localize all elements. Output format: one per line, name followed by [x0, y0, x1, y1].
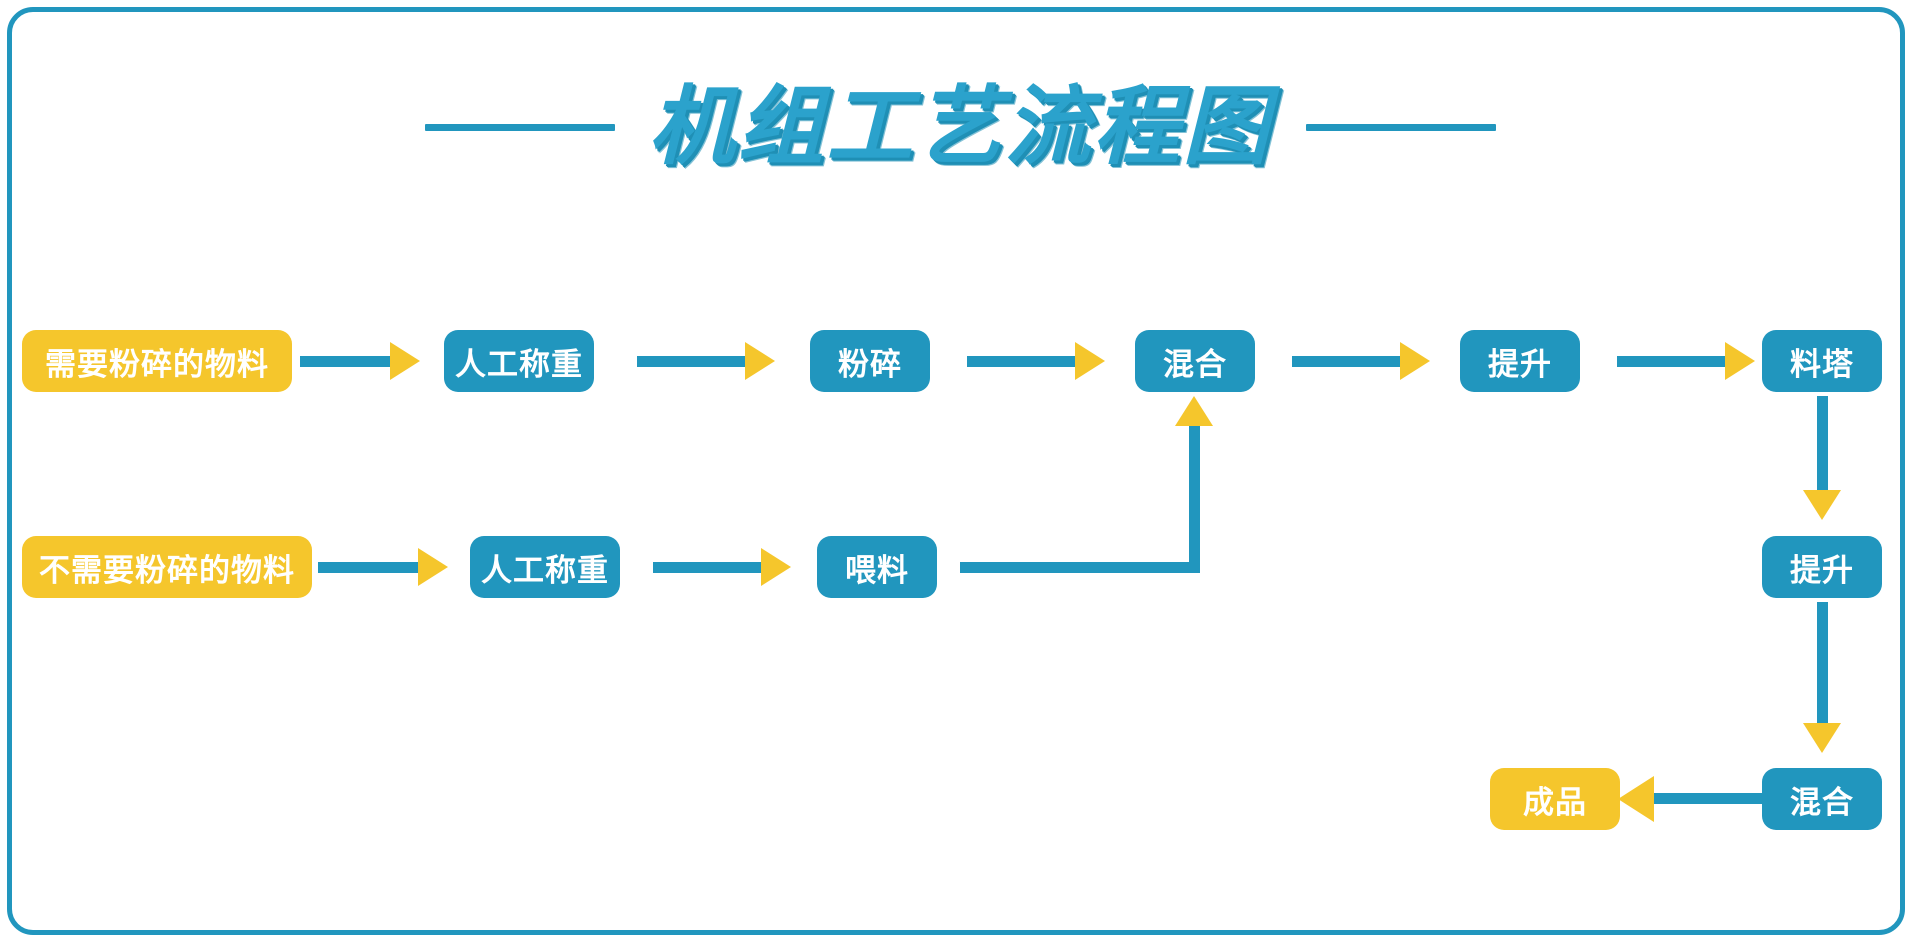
connector-c8-shaft-horizontal — [960, 562, 1200, 573]
connector-c3-shaft — [967, 356, 1075, 367]
node-mix-1[interactable]: 混合 — [1135, 330, 1255, 392]
node-lift-1[interactable]: 提升 — [1460, 330, 1580, 392]
node-manual-weigh-1[interactable]: 人工称重 — [444, 330, 594, 392]
node-label: 提升 — [1488, 346, 1552, 382]
node-label: 混合 — [1790, 784, 1854, 820]
connector-c6-arrowhead-icon — [418, 548, 448, 586]
connector-c5-shaft — [1617, 356, 1725, 367]
connector-c2-arrowhead-icon — [745, 342, 775, 380]
node-label: 混合 — [1163, 346, 1227, 382]
node-label: 粉碎 — [838, 346, 902, 382]
page-title: 机组工艺流程图 — [648, 77, 1272, 177]
title-rule-left-decoration — [424, 123, 615, 131]
connector-c5-arrowhead-icon — [1725, 342, 1755, 380]
node-label: 料塔 — [1790, 346, 1854, 382]
node-label: 不需要粉碎的物料 — [39, 552, 295, 588]
node-material-no-crush[interactable]: 不需要粉碎的物料 — [22, 536, 312, 598]
connector-c10-shaft — [1817, 602, 1828, 727]
node-finished-product[interactable]: 成品 — [1490, 768, 1620, 830]
connector-c11-shaft — [1652, 793, 1762, 804]
node-lift-2[interactable]: 提升 — [1762, 536, 1882, 598]
connector-c2-shaft — [637, 356, 745, 367]
node-silo[interactable]: 料塔 — [1762, 330, 1882, 392]
connector-c7-arrowhead-icon — [761, 548, 791, 586]
connector-c8-arrowhead-icon — [1175, 396, 1213, 426]
connector-c9-shaft — [1817, 396, 1828, 494]
node-feed[interactable]: 喂料 — [817, 536, 937, 598]
connector-c7-shaft — [653, 562, 761, 573]
node-crush[interactable]: 粉碎 — [810, 330, 930, 392]
title-block: 机组工艺流程图 — [0, 72, 1920, 182]
node-label: 成品 — [1523, 784, 1587, 820]
connector-c3-arrowhead-icon — [1075, 342, 1105, 380]
node-material-to-crush[interactable]: 需要粉碎的物料 — [22, 330, 292, 392]
node-mix-2[interactable]: 混合 — [1762, 768, 1882, 830]
connector-c1-shaft — [300, 356, 390, 367]
node-label: 提升 — [1790, 552, 1854, 588]
connector-c4-arrowhead-icon — [1400, 342, 1430, 380]
connector-c11-arrowhead-icon — [1618, 776, 1654, 822]
node-label: 人工称重 — [481, 552, 609, 588]
title-rule-right-decoration — [1305, 123, 1496, 131]
connector-c1-arrowhead-icon — [390, 342, 420, 380]
connector-c10-arrowhead-icon — [1803, 723, 1841, 753]
node-label: 人工称重 — [455, 346, 583, 382]
node-manual-weigh-2[interactable]: 人工称重 — [470, 536, 620, 598]
node-label: 需要粉碎的物料 — [45, 346, 269, 382]
node-label: 喂料 — [845, 552, 909, 588]
connector-c9-arrowhead-icon — [1803, 490, 1841, 520]
connector-c8-shaft-vertical — [1189, 425, 1200, 573]
connector-c4-shaft — [1292, 356, 1400, 367]
connector-c6-shaft — [318, 562, 418, 573]
